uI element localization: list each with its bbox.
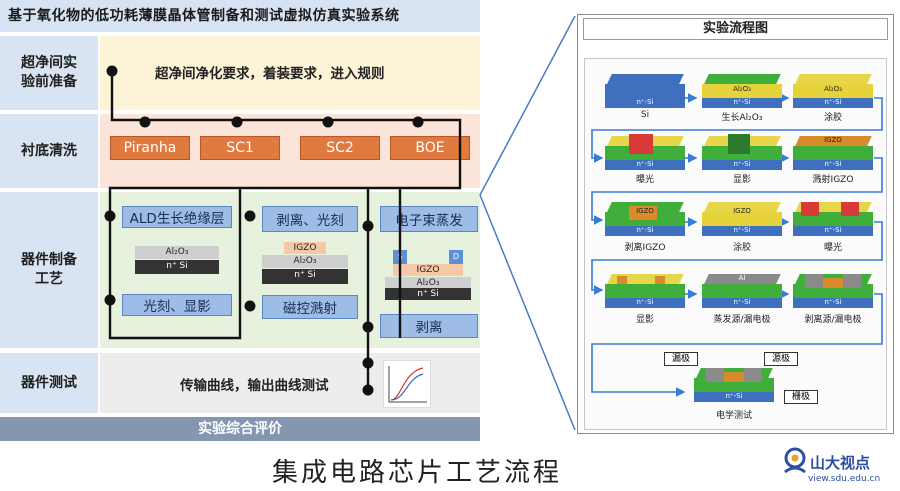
row-pre-area [100, 36, 480, 110]
layer-al2o3: Al₂O₃ [262, 255, 348, 268]
chip-label-si: n⁺-Si [733, 160, 751, 168]
chip-label-al2o3: Al₂O₃ [824, 85, 842, 93]
callout-drain: 漏极 [664, 352, 698, 366]
chip-label-si: n⁺-Si [636, 226, 654, 234]
flow-chip-develop2: n⁺-Si [605, 274, 685, 308]
chip-label-si: n⁺-Si [636, 98, 654, 106]
flow-chip-sputter: IGZO n⁺-Si [793, 136, 873, 170]
flow-chip-si: n⁺-Si [605, 74, 685, 108]
layer-si: n⁺ Si [135, 260, 219, 274]
flow-chip-coat1: Al₂O₃ n⁺-Si [793, 74, 873, 108]
sputter-box: 磁控溅射 [262, 295, 358, 319]
process-path [104, 65, 462, 396]
step-cap-1: Si [640, 110, 650, 120]
step-cap-13: 电学测试 [715, 411, 752, 421]
ald-stack: Al₂O₃ n⁺ Si [135, 244, 219, 278]
step-cap-2: 生长Al₂O₃ [721, 113, 763, 123]
chip-label-igzo: IGZO [733, 207, 751, 215]
sputter-stack: IGZO Al₂O₃ n⁺ Si [262, 242, 348, 286]
chip-label-si: n⁺-Si [725, 392, 743, 400]
chip-label-si: n⁺-Si [733, 98, 751, 106]
step-cap-10: 显影 [635, 315, 654, 325]
layer-al2o3: Al₂O₃ [135, 246, 219, 259]
ebeam-stack: S D IGZO Al₂O₃ n⁺ Si [385, 250, 471, 300]
chip-label-si: n⁺-Si [636, 160, 654, 168]
chip-label-si: n⁺-Si [733, 226, 751, 234]
chip-label-si: n⁺-Si [824, 160, 842, 168]
flow-title: 实验流程图 [583, 18, 888, 40]
chip-label-igzo: IGZO [636, 207, 654, 215]
row-label-fab-line2: 工艺 [35, 271, 63, 287]
step-cap-3: 涂胶 [823, 113, 842, 123]
callout-source: 源极 [764, 352, 798, 366]
layer-igzo: IGZO [284, 242, 326, 254]
step-cap-12: 剥离源/漏电极 [804, 315, 862, 325]
layer-drain: D [449, 250, 463, 264]
test-text: 传输曲线，输出曲线测试 [180, 378, 329, 394]
chip-label-si: n⁺-Si [824, 98, 842, 106]
system-title: 基于氧化物的低功耗薄膜晶体管制备和测试虚拟仿真实验系统 [0, 0, 480, 32]
row-label-pre-line1: 超净间实 [21, 55, 77, 72]
step-cap-11: 蒸发源/漏电极 [713, 315, 771, 325]
layer-igzo: IGZO [393, 264, 463, 276]
step-cap-5: 显影 [732, 175, 751, 185]
sdu-logo-icon [784, 447, 806, 474]
chip-label-si: n⁺-Si [733, 298, 751, 306]
flow-chip-strip-igzo: IGZO n⁺-Si [605, 202, 685, 236]
logo-name: 山大视点 [810, 454, 871, 472]
chip-label-si: n⁺-Si [824, 226, 842, 234]
flow-chip-evaporate: Al n⁺-Si [702, 274, 782, 308]
callout-gate: 栅极 [784, 390, 818, 404]
layer-al2o3: Al₂O₃ [385, 277, 471, 288]
row-label-pre-line2: 验前准备 [21, 74, 77, 90]
step-cap-6: 溅射IGZO [812, 175, 854, 185]
chip-label-si: n⁺-Si [824, 298, 842, 306]
step-cap-8: 涂胶 [732, 243, 751, 253]
ald-box: ALD生长绝缘层 [122, 206, 232, 228]
step-cap-4: 曝光 [635, 175, 654, 185]
clean-piranha: Piranha [110, 136, 190, 160]
clean-sc2: SC2 [300, 136, 380, 160]
litho-box: 光刻、显影 [122, 294, 232, 316]
chip-label-al2o3: Al₂O₃ [733, 85, 751, 93]
logo-url: view.sdu.edu.cn [808, 474, 881, 484]
zoom-connector [479, 15, 576, 430]
liftoff-box: 剥离 [380, 314, 478, 338]
bottom-caption: 集成电路芯片工艺流程 [272, 458, 563, 488]
iv-curve-thumbnail [383, 360, 431, 408]
row-label-pre: 超净间实验前准备 [0, 36, 98, 110]
flow-chip-al2o3: Al₂O₃ n⁺-Si [702, 74, 782, 108]
step-cap-7: 剥离IGZO [624, 243, 666, 253]
row-label-fab: 器件制备工艺 [0, 192, 98, 348]
pre-text: 超净间净化要求，着装要求，进入规则 [155, 66, 385, 82]
flow-arrows [591, 93, 883, 397]
row-label-test: 器件测试 [0, 353, 98, 413]
step-cap-9: 曝光 [823, 243, 842, 253]
ebeam-box: 电子束蒸发 [380, 206, 478, 232]
flow-chip-strip-sd: n⁺-Si [793, 274, 873, 308]
flow-chip-coat2: IGZO n⁺-Si [702, 202, 782, 236]
flow-chip-expose1: n⁺-Si [605, 134, 685, 170]
chip-label-igzo: IGZO [824, 136, 842, 144]
strip-litho-box: 剥离、光刻 [262, 206, 358, 232]
layer-si: n⁺ Si [262, 269, 348, 284]
chip-label-si: n⁺-Si [636, 298, 654, 306]
clean-sc1: SC1 [200, 136, 280, 160]
row-label-fab-line1: 器件制备 [21, 252, 77, 269]
eval-bar: 实验综合评价 [0, 417, 480, 441]
flow-chip-final: n⁺-Si [694, 368, 774, 402]
flow-chip-expose2: n⁺-Si [793, 202, 873, 236]
chip-label-al: Al [738, 274, 746, 282]
row-label-clean: 衬底清洗 [0, 114, 98, 188]
clean-boe: BOE [390, 136, 470, 160]
layer-si: n⁺ Si [385, 288, 471, 300]
flow-chip-develop1: n⁺-Si [702, 134, 782, 170]
